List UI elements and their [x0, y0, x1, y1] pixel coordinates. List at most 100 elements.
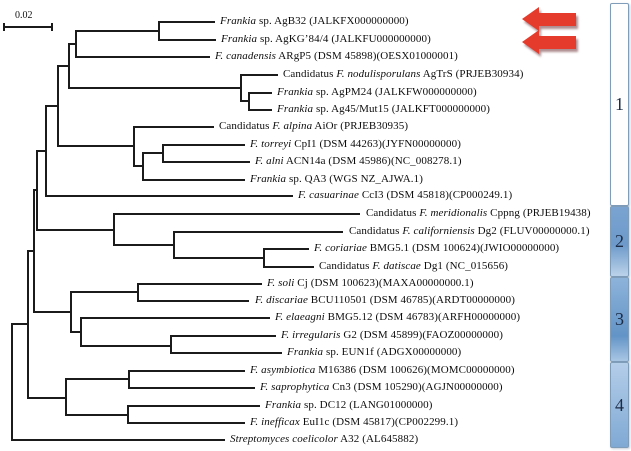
scale-bar: 0.02 [3, 10, 63, 34]
tree-branch [45, 105, 59, 107]
tree-branch [68, 43, 77, 45]
arrow-shaft [537, 13, 576, 26]
tree-branch [75, 30, 158, 32]
taxon-label: Candidatus F. nodulisporulans AgTrS (PRJ… [283, 68, 524, 80]
taxon-label: Frankia sp. QA3 (WGS NZ_AJWA.1) [250, 173, 423, 185]
tree-branch [65, 378, 128, 380]
group-segment-3: 3 [610, 277, 629, 362]
taxon-label: F. coriariae BMG5.1 (DSM 100624)(JWIO000… [314, 242, 560, 254]
taxon-label: Frankia sp. AgB32 (JALKFX000000000) [220, 15, 409, 27]
tree-branch [240, 74, 242, 102]
tree-branch [80, 317, 82, 347]
tree-branch [33, 311, 70, 313]
taxon-label: F. soli Cj (DSM 100623)(MAXA00000000.1) [267, 277, 474, 289]
leaf-branch [137, 283, 262, 285]
taxon-label: Frankia sp. AgPM24 (JALKFW000000000) [277, 86, 477, 98]
leaf-branch [45, 195, 293, 197]
tree-branch [11, 323, 13, 441]
group-number: 4 [615, 394, 624, 415]
scale-bar-line [3, 23, 53, 31]
tree-branch [173, 231, 175, 259]
leaf-branch [263, 248, 309, 250]
taxon-label: F. torreyi CpI1 (DSM 44263)(JYFN00000000… [250, 138, 461, 150]
leaf-branch [158, 39, 216, 41]
taxon-label: F. irregularis G2 (DSM 45899)(FAOZ000000… [281, 329, 503, 341]
tree-branch [11, 323, 29, 325]
group-segment-1: 1 [610, 3, 629, 206]
leaf-branch [248, 109, 272, 111]
arrow-head [522, 30, 539, 54]
tree-branch [113, 213, 115, 246]
leaf-branch [137, 300, 249, 302]
tree-branch [248, 92, 250, 111]
leaf-branch [158, 21, 215, 23]
leaf-branch [162, 144, 245, 146]
taxon-label: Frankia sp. AgKG’84/4 (JALKFU000000000) [221, 33, 431, 45]
tree-branch [173, 257, 263, 259]
tree-branch [36, 150, 47, 152]
tree-branch [80, 345, 170, 347]
group-number: 2 [615, 231, 624, 251]
leaf-branch [248, 92, 272, 94]
tree-branch [70, 331, 82, 333]
tree-branch [127, 405, 129, 424]
taxon-label: F. asymbiotica M16386 (DSM 100626)(MOMC0… [250, 364, 515, 376]
red-arrow-icon [522, 7, 576, 32]
taxon-label: F. discariae BCU110501 (DSM 46785)(ARDT0… [255, 294, 515, 306]
taxon-label: Candidatus F. meridionalis Cppng (PRJEB1… [366, 207, 591, 219]
tree-branch [158, 21, 160, 41]
tree-branch [57, 65, 70, 67]
leaf-branch [263, 266, 314, 268]
group-segment-2: 2 [610, 206, 629, 277]
tree-branch [240, 100, 248, 102]
tree-branch [263, 248, 265, 268]
taxon-label: F. saprophytica Cn3 (DSM 105290)(AGJN000… [260, 381, 503, 393]
leaf-branch [128, 370, 245, 372]
leaf-branch [127, 405, 260, 407]
tree-branch [65, 378, 67, 416]
leaf-branch [133, 126, 214, 128]
tree-branch [70, 291, 72, 333]
tree-branch [137, 283, 139, 302]
tree-branch [57, 145, 133, 147]
leaf-branch [162, 161, 250, 163]
leaf-branch [11, 439, 225, 441]
arrow-shaft [537, 36, 576, 49]
taxon-label: F. alni ACN14a (DSM 45986)(NC_008278.1) [255, 155, 462, 167]
leaf-branch [128, 387, 255, 389]
taxon-label: Streptomyces coelicolor A32 (AL645882) [230, 433, 419, 445]
tree-branch [128, 370, 130, 389]
tree-branch [170, 335, 172, 354]
tree-branch [113, 244, 173, 246]
group-number: 3 [615, 309, 624, 329]
taxon-label: Frankia sp. Ag45/Mut15 (JALKFT000000000) [277, 103, 491, 115]
taxon-label: Frankia sp. EUN1f (ADGX00000000) [287, 346, 462, 358]
taxon-label: F. elaeagni BMG5.12 (DSM 46783)(ARFH0000… [275, 311, 521, 323]
tree-branch [142, 152, 144, 181]
tree-branch [162, 144, 164, 163]
tree-branch [27, 397, 65, 399]
taxon-label: F. canadensis ARgP5 (DSM 45898)(OESX0100… [215, 50, 458, 62]
arrow-head [522, 7, 539, 31]
leaf-branch [170, 352, 282, 354]
taxon-label: Candidatus F. alpina AiOr (PRJEB30935) [219, 120, 409, 132]
tree-branch [142, 152, 162, 154]
leaf-branch [75, 56, 210, 58]
scale-bar-value: 0.02 [15, 10, 33, 21]
taxon-label: F. casuarinae CcI3 (DSM 45818)(CP000249.… [298, 189, 513, 201]
tree-branch [68, 87, 240, 89]
red-arrow-icon [522, 30, 576, 55]
tree-branch [133, 126, 135, 167]
tree-branch [36, 229, 113, 231]
taxon-label: Candidatus F. californiensis Dg2 (FLUV00… [349, 225, 590, 237]
leaf-branch [173, 231, 343, 233]
tree-branch [65, 414, 127, 416]
tree-branch [33, 189, 38, 191]
taxon-label: Candidatus F. datiscae Dg1 (NC_015656) [319, 260, 509, 272]
leaf-branch [127, 422, 245, 424]
tree-branch [133, 165, 144, 167]
taxon-label: F. inefficax EuI1c (DSM 45817)(CP002299.… [250, 416, 459, 428]
group-segment-4: 4 [610, 362, 629, 448]
leaf-branch [113, 213, 360, 215]
